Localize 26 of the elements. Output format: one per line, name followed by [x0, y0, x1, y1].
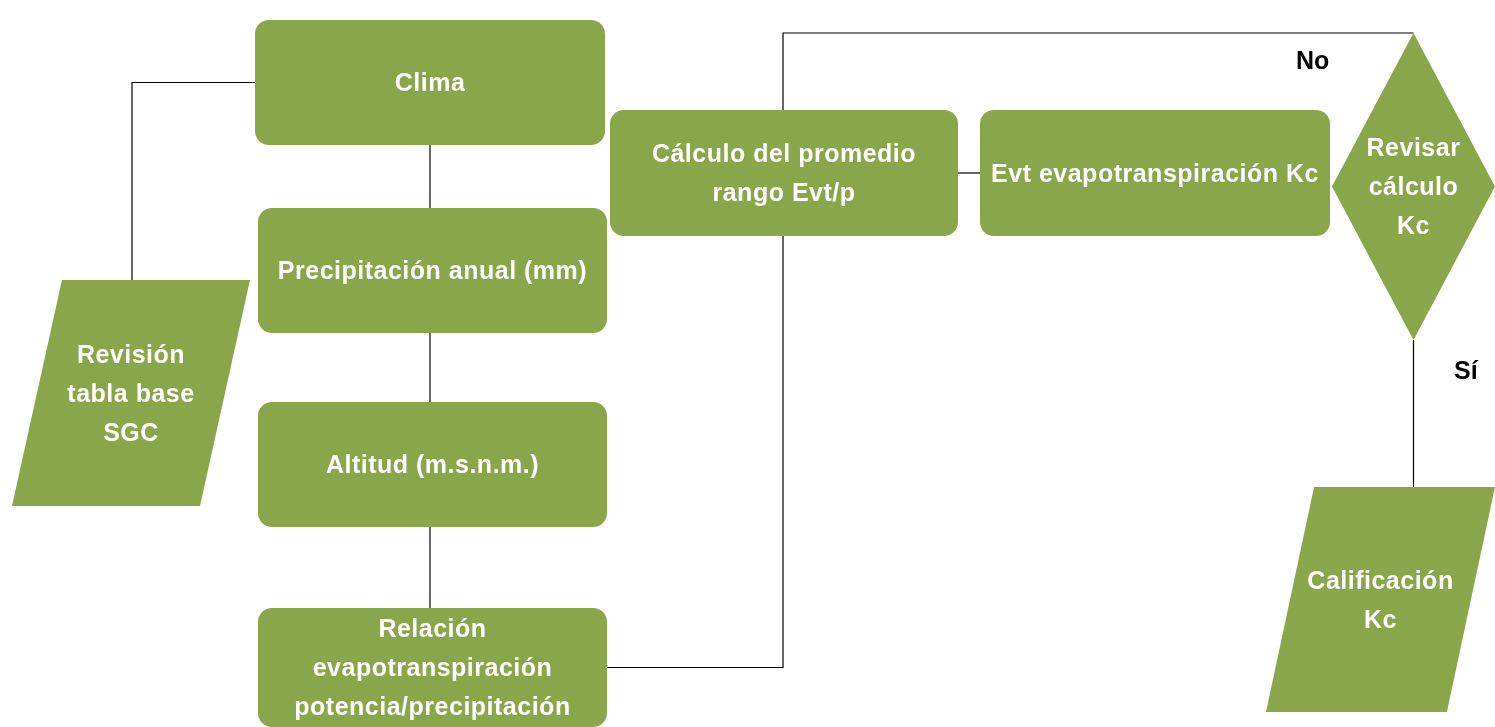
node-label: Evt evapotranspiración Kc — [991, 157, 1319, 189]
node-label: Clima — [394, 67, 466, 98]
node-label: Relación evapotranspiración potencia/precipitación — [293, 613, 572, 722]
node-label: Calificación Kc — [1306, 564, 1455, 635]
process-box — [980, 110, 1330, 236]
connector-line — [131, 81, 256, 281]
node-label: Altitud (m.s.n.m.) — [325, 449, 540, 480]
connector-line — [957, 172, 981, 174]
process-box — [258, 402, 607, 527]
process-box — [255, 20, 605, 145]
connector-line — [429, 332, 431, 403]
connector-line — [429, 526, 431, 609]
node-label: Precipitación anual (mm) — [277, 255, 588, 286]
process-box — [258, 608, 607, 727]
connector-line — [782, 32, 1415, 111]
node-label: Revisión tabla base SGC — [66, 338, 196, 448]
process-box — [258, 208, 607, 333]
decision-diamond — [1332, 33, 1495, 340]
node-label: Cálculo del promedio rango Evt/p — [650, 138, 918, 208]
connector-line — [606, 235, 784, 669]
connector-line — [1412, 339, 1415, 488]
data-parallelogram — [1266, 487, 1495, 712]
connector-line — [429, 144, 431, 209]
data-parallelogram — [12, 280, 250, 506]
process-box — [610, 110, 958, 236]
node-label: Revisar cálculo Kc — [1365, 132, 1462, 241]
